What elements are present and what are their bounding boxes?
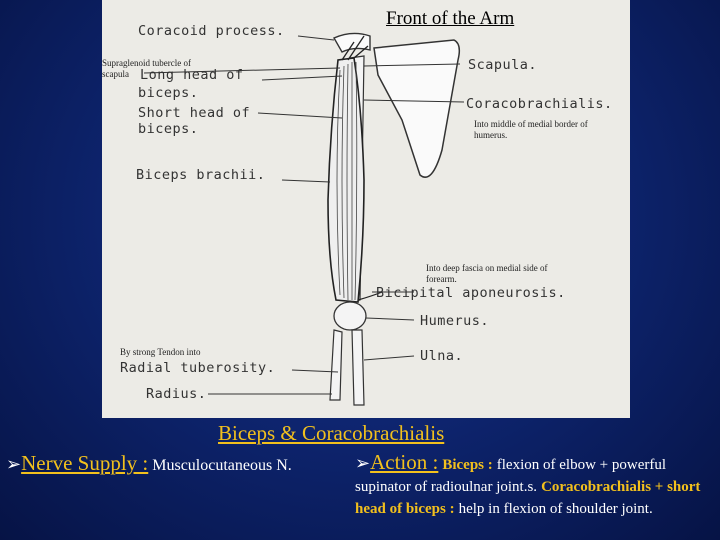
label-into-deep-fascia: Into deep fascia on medial side of forea… — [426, 263, 548, 284]
label-biceps-brachii: Biceps brachii. — [136, 167, 266, 183]
arrow-bullet-icon: ➢ — [6, 454, 22, 475]
label-scapula: Scapula. — [468, 57, 538, 73]
label-ulna: Ulna. — [420, 348, 464, 364]
arrow-bullet-icon: ➢ — [355, 453, 371, 474]
anatomy-figure: Front of the Arm Coracoid process. Supra… — [102, 0, 630, 418]
figure-title: Front of the Arm — [386, 8, 515, 29]
label-bicipital-aponeurosis: Bicipital aponeurosis. — [376, 285, 566, 301]
label-coracoid-process: Coracoid process. — [138, 23, 285, 39]
action-label: Action : — [370, 450, 439, 474]
nerve-supply-bullet: ➢Nerve Supply : Musculocutaneous N. — [6, 451, 292, 476]
label-short-head-2: biceps. — [138, 121, 199, 137]
slide-caption: Biceps & Coracobrachialis — [218, 421, 445, 445]
label-radial-tuberosity: Radial tuberosity. — [120, 360, 276, 376]
label-long-head-2: biceps. — [138, 85, 199, 101]
label-into-medial-border: Into middle of medial border of humerus. — [474, 119, 588, 140]
action-biceps-label: Biceps : — [442, 457, 493, 473]
action-coraco-label: Coracobrachialis + short head of biceps … — [355, 479, 701, 517]
label-radius: Radius. — [146, 386, 207, 402]
action-coraco-text: help in flexion of shoulder joint. — [458, 501, 653, 517]
label-supraglenoid-tubercle: Supraglenoid tubercle of scapula — [102, 58, 191, 79]
label-coracobrachialis: Coracobrachialis. — [466, 96, 613, 112]
action-biceps-text: flexion of elbow + powerful supinator of… — [355, 457, 667, 495]
action-bullet: ➢Action : Biceps : flexion of elbow + po… — [355, 451, 717, 520]
nerve-supply-label: Nerve Supply : — [21, 451, 149, 475]
arm-muscle-drawing — [143, 32, 465, 406]
label-by-strong-tendon: By strong Tendon into — [120, 347, 201, 357]
label-humerus: Humerus. — [420, 313, 490, 329]
label-long-head-1: Long head of — [140, 67, 244, 83]
label-short-head-1: Short head of — [138, 105, 251, 121]
nerve-supply-value: Musculocutaneous N. — [152, 457, 292, 474]
